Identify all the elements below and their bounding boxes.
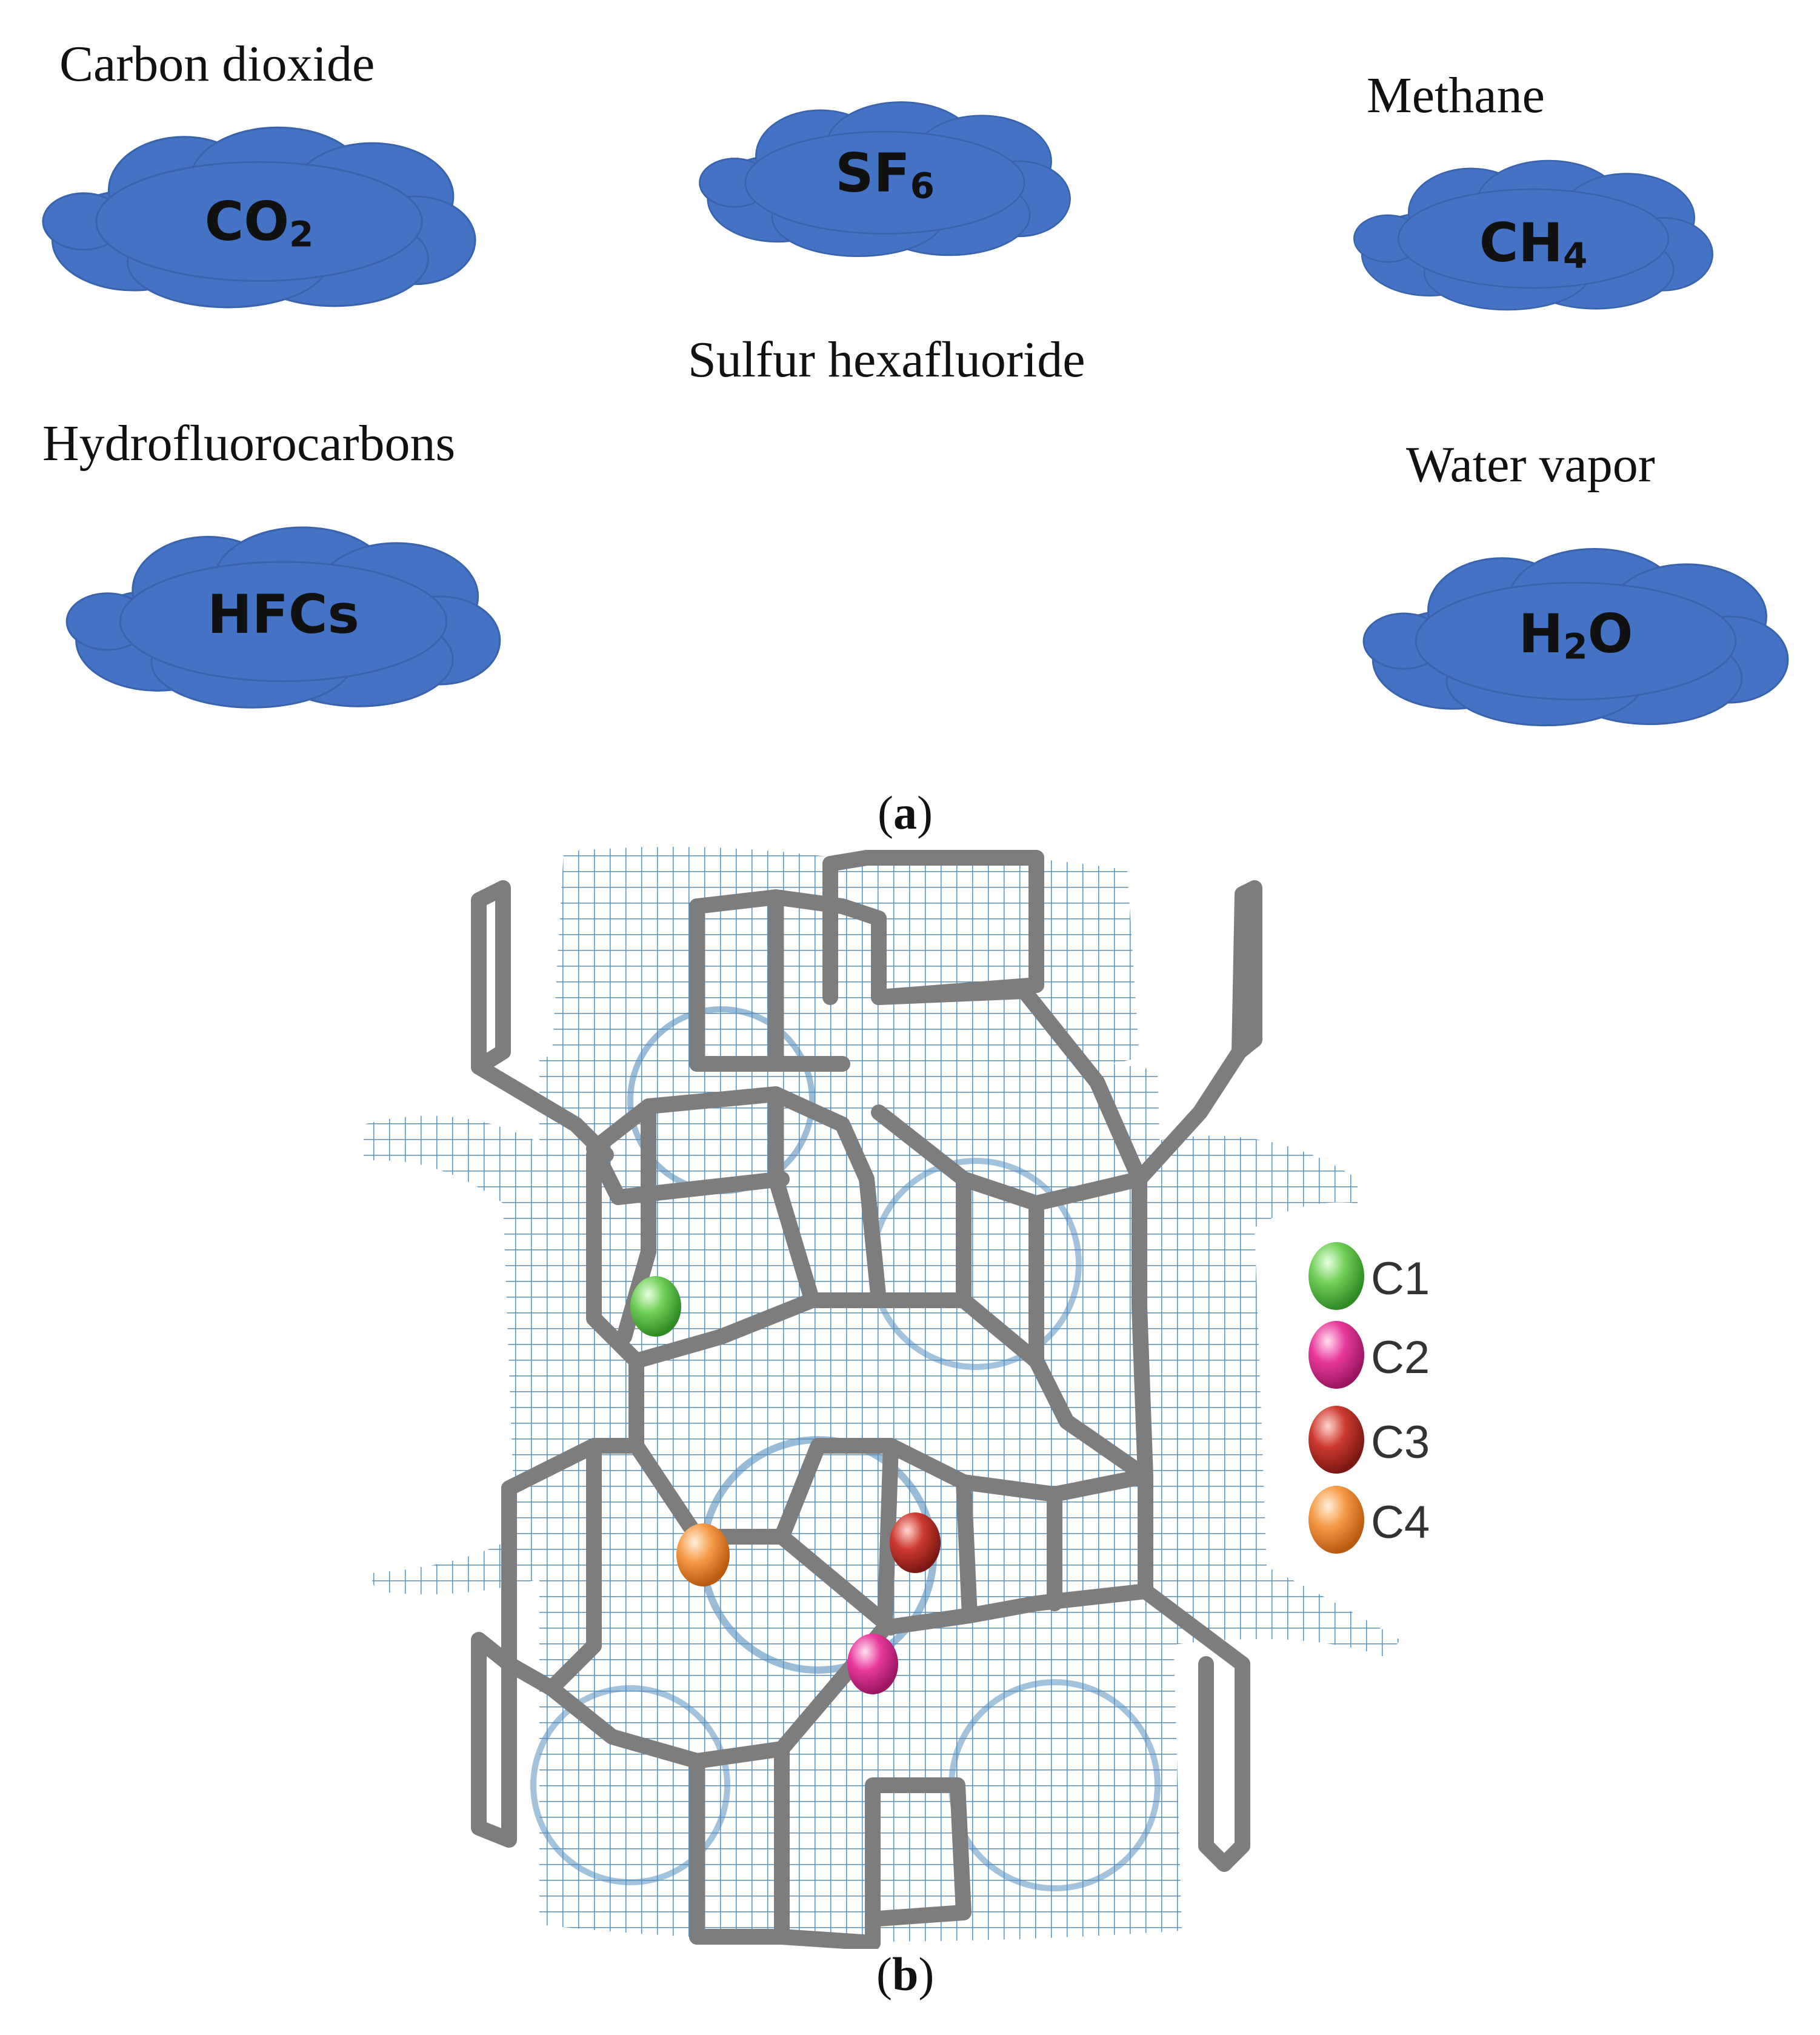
legend xyxy=(1308,1242,1364,1554)
site-c2-sphere xyxy=(847,1634,898,1694)
gas-name-carbon-dioxide: Carbon dioxide xyxy=(59,36,375,92)
gas-name-water-vapor: Water vapor xyxy=(1406,436,1655,493)
site-c1-sphere xyxy=(630,1276,681,1337)
formula-h2o: H2O xyxy=(1518,603,1633,667)
formula-sf6: SF6 xyxy=(835,142,935,207)
zeolite-framework-diagram xyxy=(364,847,1400,1949)
cloud-sf6: SF6 xyxy=(697,42,1073,312)
gas-name-methane: Methane xyxy=(1367,67,1545,124)
legend-c3-swatch xyxy=(1308,1406,1364,1474)
cloud-h2o: H2O xyxy=(1361,515,1791,755)
cloud-hfcs: HFCs xyxy=(64,488,503,743)
site-c4-sphere xyxy=(676,1523,730,1586)
gas-name-sulfur-hexafluoride: Sulfur hexafluoride xyxy=(688,332,1085,388)
gas-name-hydrofluorocarbons: Hydrofluorocarbons xyxy=(42,415,456,472)
legend-label-c4: C4 xyxy=(1371,1497,1430,1548)
cloud-ch4: CH4 xyxy=(1352,142,1715,324)
legend-c4-swatch xyxy=(1308,1486,1364,1554)
mesh-region-center xyxy=(539,1042,1182,1942)
panel-b-caption: (b) xyxy=(876,1948,935,2000)
formula-ch4: CH4 xyxy=(1479,212,1588,276)
legend-label-c3: C3 xyxy=(1371,1417,1430,1468)
legend-c2-swatch xyxy=(1308,1321,1364,1389)
mesh-region-right xyxy=(1145,1135,1400,1658)
legend-label-c1: C1 xyxy=(1371,1253,1430,1305)
legend-c1-swatch xyxy=(1308,1242,1364,1310)
framework-bonds xyxy=(471,850,1262,1949)
cage-ring xyxy=(530,1685,730,1885)
panel-a-caption: (a) xyxy=(878,786,933,839)
formula-co2: CO2 xyxy=(204,190,314,255)
adsorption-sites xyxy=(630,1276,941,1694)
legend-label-c2: C2 xyxy=(1371,1332,1430,1383)
site-c3-sphere xyxy=(890,1512,941,1573)
formula-hfcs: HFCs xyxy=(207,583,359,646)
cloud-co2: CO2 xyxy=(33,121,485,309)
